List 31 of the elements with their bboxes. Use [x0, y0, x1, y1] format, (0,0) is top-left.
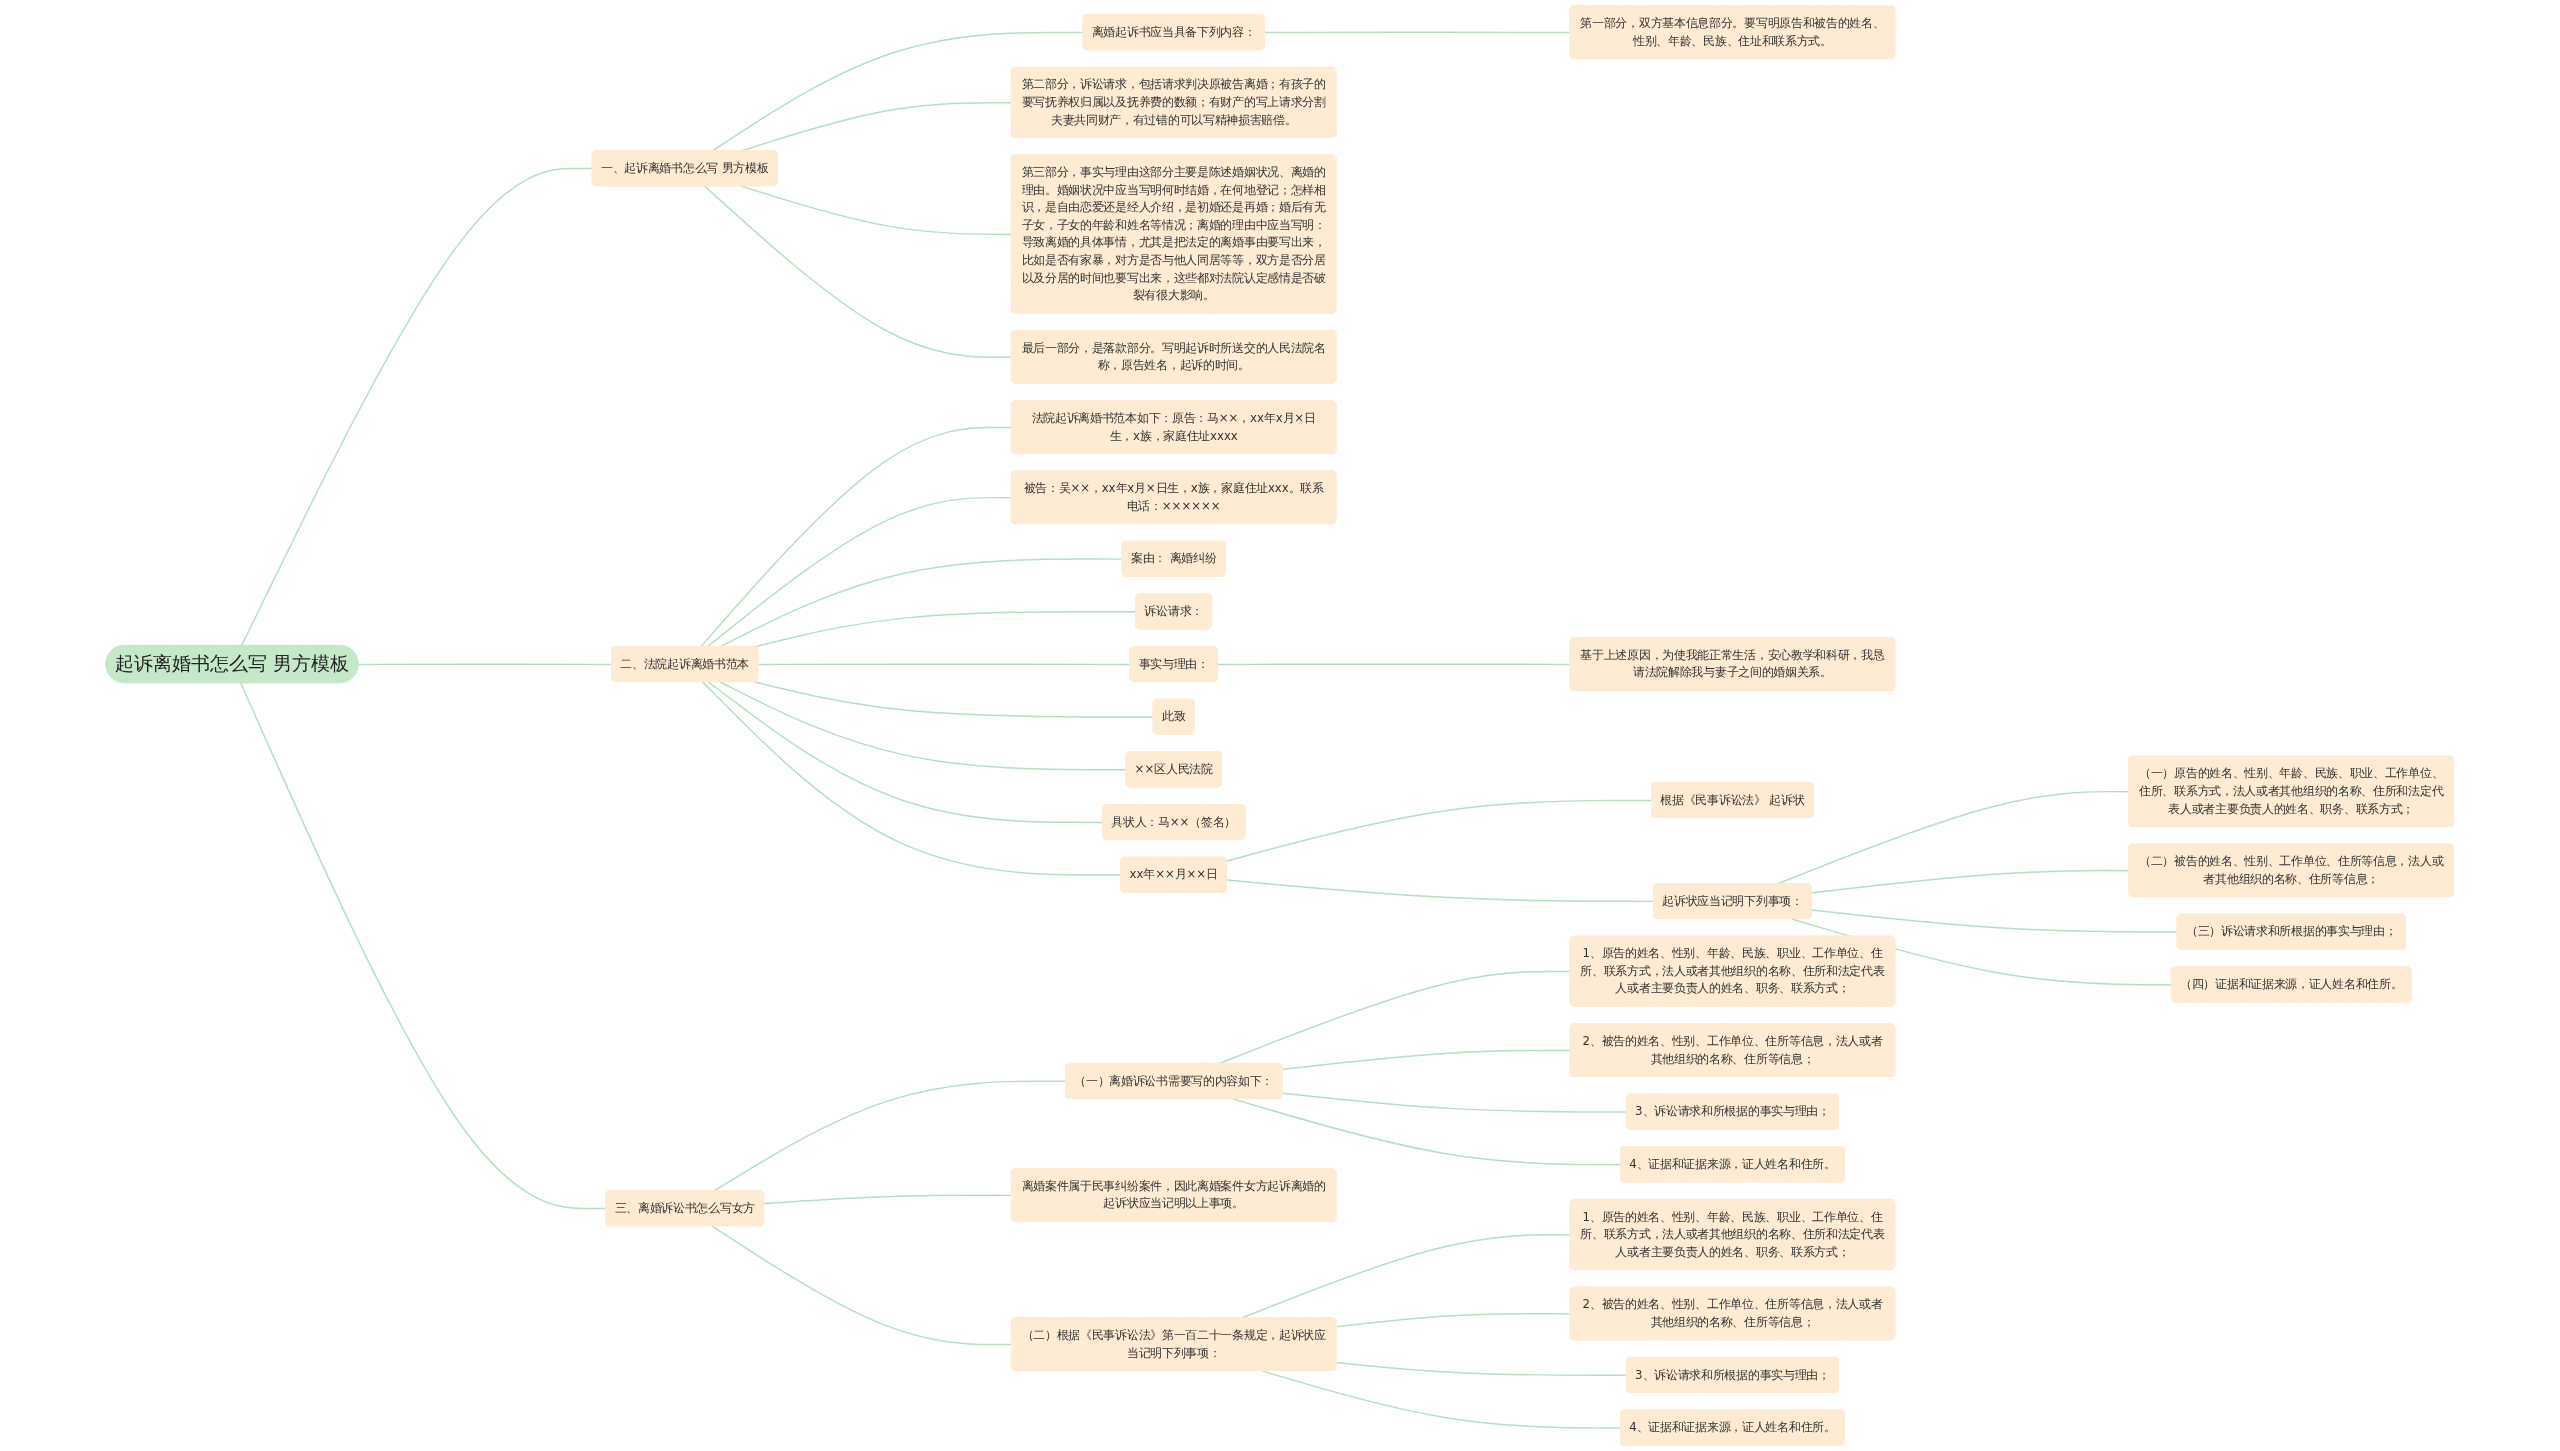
connector — [1811, 869, 2131, 894]
connector — [719, 558, 1124, 648]
connector — [704, 185, 1013, 358]
connector — [241, 167, 594, 647]
connector — [713, 1080, 1067, 1192]
connector — [1335, 1361, 1628, 1376]
connector — [1226, 799, 1653, 862]
connector — [1218, 970, 1572, 1065]
connector — [358, 663, 613, 666]
connector — [240, 682, 608, 1210]
connector — [1226, 879, 1655, 903]
connector — [706, 496, 1013, 648]
connector — [754, 681, 1155, 718]
connector — [702, 681, 1123, 876]
connector — [1261, 1370, 1622, 1429]
connector — [1232, 1098, 1622, 1166]
connector — [763, 1194, 1013, 1205]
connector — [1264, 31, 1572, 34]
connector — [1811, 909, 2179, 933]
connector — [1217, 663, 1572, 666]
connector — [1777, 790, 2131, 885]
connector — [711, 31, 1085, 152]
connector — [1335, 1313, 1572, 1328]
connector — [1281, 1049, 1572, 1071]
connector — [757, 663, 1132, 666]
connector — [700, 426, 1013, 648]
connector — [707, 681, 1104, 824]
connector — [1281, 1092, 1628, 1113]
connector — [711, 1225, 1013, 1346]
connector — [740, 185, 1013, 236]
connector — [719, 681, 1128, 771]
